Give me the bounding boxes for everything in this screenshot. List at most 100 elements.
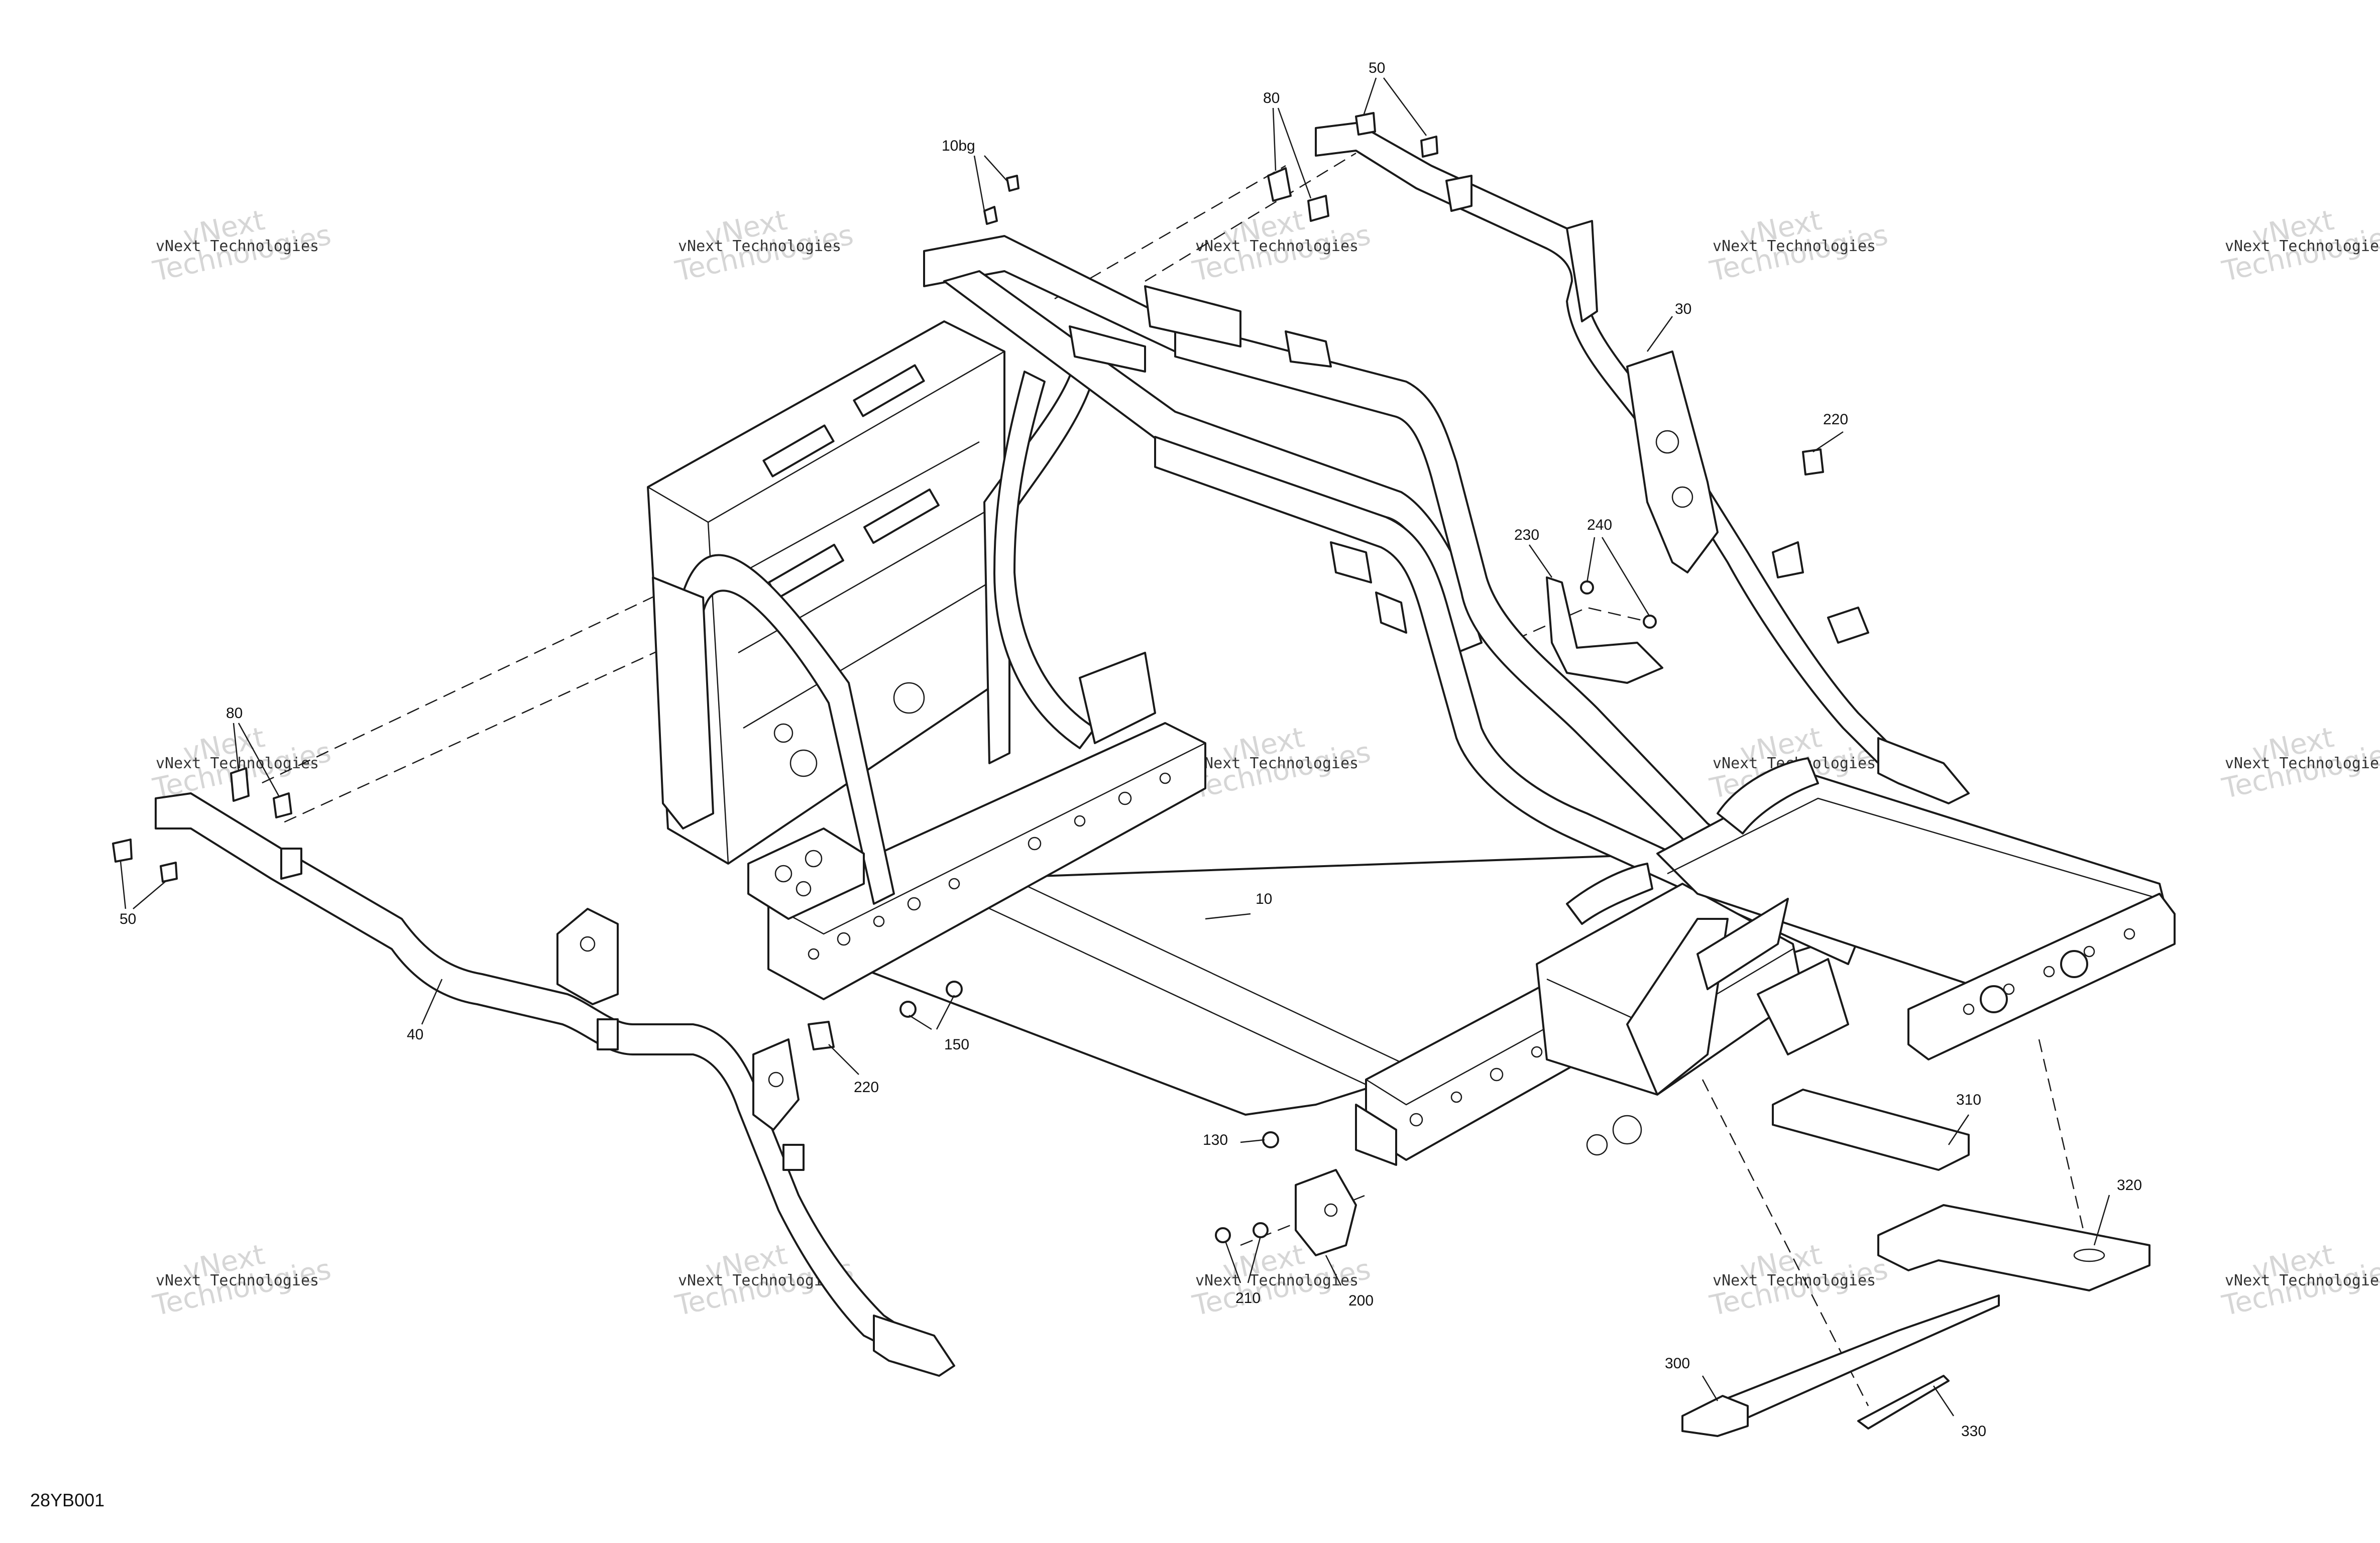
clip-80 xyxy=(1267,167,1292,202)
left-side-rail-assembly xyxy=(155,792,955,1377)
drawing-code: 28YB001 xyxy=(30,1490,104,1510)
callout-330: 330 xyxy=(1961,1423,1986,1440)
callout-150: 150 xyxy=(944,1036,969,1053)
rear-bumper-holes xyxy=(1963,928,2135,1015)
watermark-tile: vNext Technologies vNext Technologies xyxy=(150,1238,333,1323)
watermark-tile: vNext Technologies vNext Technologies xyxy=(150,204,333,288)
callout-310: 310 xyxy=(1956,1092,1981,1108)
watermark-line1: vNext Technologies xyxy=(678,1272,841,1289)
clip-80 xyxy=(1307,195,1329,222)
right-rail-tab xyxy=(1445,175,1472,212)
nut-240 xyxy=(1643,615,1657,629)
skid-plates xyxy=(1681,1089,2150,1437)
callout-130: 130 xyxy=(1203,1132,1228,1148)
nut-150 xyxy=(946,981,963,998)
bolt-210 xyxy=(1215,1227,1231,1243)
watermark-tile: vNext Technologies vNext Technologies xyxy=(2219,1238,2380,1323)
watermark-tile: vNext Technologies vNext Technologies xyxy=(1189,1238,1373,1323)
cage-slot xyxy=(863,488,940,544)
callout-220-right: 220 xyxy=(1823,411,1848,428)
callout-30: 30 xyxy=(1675,301,1691,317)
right-side-rail-assembly xyxy=(1315,122,1970,804)
callout-320: 320 xyxy=(2117,1177,2142,1194)
right-rail-foot xyxy=(1877,737,1970,804)
left-rail-tab xyxy=(597,1018,619,1050)
bolt-50 xyxy=(160,862,178,883)
watermark-line1: vNext Technologies xyxy=(678,238,841,255)
watermark-tile: vNext Technologies vNext Technologies xyxy=(1707,1238,1890,1323)
mid-mount-bracket xyxy=(1330,541,1372,583)
watermark-tile: vNext Technologies vNext Technologies xyxy=(1707,204,1890,288)
rear-tow-eye xyxy=(2060,950,2088,978)
mid-mount-bracket xyxy=(1375,591,1407,634)
clip-80 xyxy=(273,792,292,818)
bolt-50 xyxy=(1420,136,1438,158)
callout-80-top: 80 xyxy=(1263,90,1280,106)
left-rail-mount-plate xyxy=(556,908,619,1005)
right-rail-tab xyxy=(1827,607,1869,644)
rear-frame-hole xyxy=(1612,1115,1642,1145)
rear-lower-tab xyxy=(1355,1104,1397,1166)
right-rail-end-bracket xyxy=(1566,220,1598,322)
clip-80 xyxy=(230,767,250,802)
callout-10: 10 xyxy=(1256,891,1272,907)
cage-tube-center xyxy=(993,371,1096,749)
bolt-50 xyxy=(112,839,133,863)
watermark-line1: vNext Technologies xyxy=(2225,1272,2380,1289)
callout-50-left: 50 xyxy=(120,911,136,927)
skid-plate-300-end xyxy=(1681,1395,1749,1437)
callout-230: 230 xyxy=(1514,527,1539,543)
fasteners xyxy=(112,112,1824,1256)
right-rail-tab xyxy=(1772,541,1804,578)
watermark-line1: vNext Technologies xyxy=(1195,1272,1358,1289)
bolt-210 xyxy=(1253,1222,1269,1238)
callout-240: 240 xyxy=(1587,517,1612,533)
rear-step-pad xyxy=(1717,757,1819,835)
front-beam-holes xyxy=(808,772,1171,960)
leader-lines xyxy=(120,77,2110,1416)
watermark-line1: vNext Technologies xyxy=(156,238,319,255)
cage-side-plate-right xyxy=(1079,652,1156,744)
clip-220 xyxy=(808,1021,835,1050)
clip-220 xyxy=(1802,448,1824,476)
rear-tow-eye xyxy=(1980,985,2008,1013)
watermark-line1: vNext Technologies xyxy=(1713,238,1876,255)
left-rail-foot xyxy=(873,1315,955,1377)
callout-200: 200 xyxy=(1348,1292,1374,1309)
cage-hole xyxy=(789,749,818,777)
top-gusset-plate xyxy=(1069,325,1146,373)
nut-150 xyxy=(899,1001,917,1018)
watermark-line1: vNext Technologies xyxy=(1195,238,1358,255)
top-gusset-plate xyxy=(1144,285,1241,347)
left-rail-tab xyxy=(782,1144,805,1171)
callout-300: 300 xyxy=(1665,1355,1690,1372)
bracket-230 xyxy=(1546,576,1663,684)
callout-40: 40 xyxy=(407,1026,423,1043)
watermark-line1: vNext Technologies xyxy=(2225,755,2380,772)
left-rail-tab xyxy=(280,848,302,880)
skid-plate-330 xyxy=(1857,1375,1950,1430)
screw-10bg xyxy=(1006,175,1019,192)
callout-210: 210 xyxy=(1235,1290,1261,1307)
callout-220-left: 220 xyxy=(854,1079,879,1096)
watermark-line1: vNext Technologies xyxy=(1195,755,1358,772)
cage-slot xyxy=(762,424,835,478)
nut-240 xyxy=(1580,580,1594,595)
bolt-50 xyxy=(1355,112,1376,136)
callout-50-top: 50 xyxy=(1369,60,1385,76)
nut-130 xyxy=(1262,1131,1279,1148)
watermark-line1: vNext Technologies xyxy=(2225,238,2380,255)
watermark-tile: vNext Technologies vNext Technologies xyxy=(2219,204,2380,288)
watermark-tile: vNext Technologies vNext Technologies xyxy=(672,204,856,288)
rear-lower-bracket xyxy=(1757,958,1849,1055)
callout-80-left: 80 xyxy=(226,705,243,722)
rear-frame-hole xyxy=(1586,1134,1608,1156)
cage-hole xyxy=(773,723,794,743)
screw-10bg xyxy=(983,206,998,225)
rear-step-pad xyxy=(1566,863,1653,925)
callout-10bg: 10bg xyxy=(942,138,975,154)
cage-side-plate-left xyxy=(652,576,714,829)
front-cross-beam xyxy=(767,722,1206,1000)
